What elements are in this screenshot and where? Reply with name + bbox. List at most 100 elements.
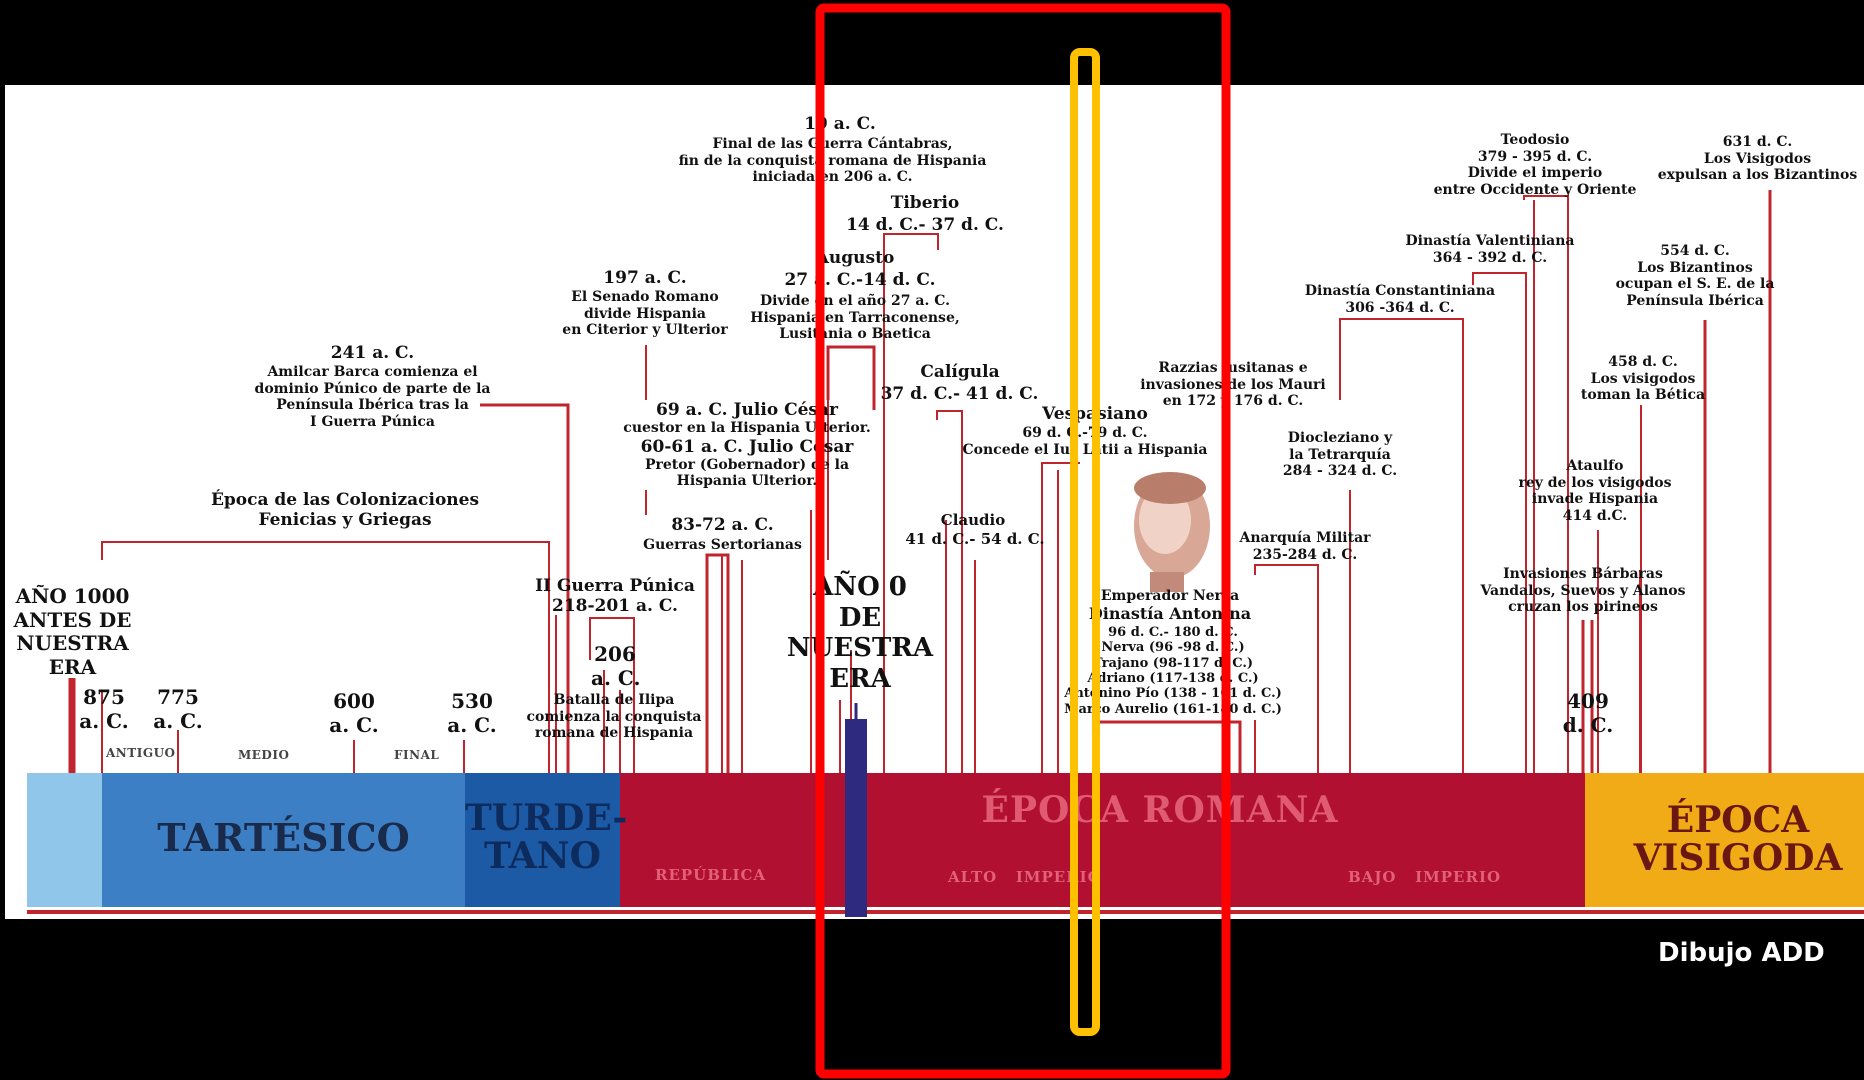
event-sertorianas: Guerras Sertorianas — [643, 537, 802, 553]
event-claudio-date: 41 d. C.- 54 d. C. — [905, 530, 1045, 548]
date-line: 600 — [333, 689, 375, 713]
event-line: romana de Hispania — [534, 725, 694, 742]
event-tiberio-name: Tiberio — [890, 193, 960, 213]
event-augusto: Divide en el año 27 a. C. Hispania en Ta… — [740, 293, 970, 343]
subperiod-antiguo: ANTIGUO — [106, 746, 176, 760]
event-constantiniana: Dinastía Constantiniana 306 -364 d. C. — [1300, 283, 1500, 316]
event-vespasiano: 69 d. C.-79 d. C. Concede el Ius Latii a… — [960, 425, 1210, 458]
event-line: 69 a. C. Julio César — [656, 400, 838, 420]
year-zero-line: NUESTRA — [786, 633, 934, 664]
event-line: toman la Bética — [1580, 387, 1706, 404]
event-line: 414 d.C. — [1562, 507, 1628, 524]
event-line: la Tetrarquía — [1289, 446, 1391, 463]
event-line: en Citerior y Ulterior — [562, 322, 728, 339]
event-line: 60-61 a. C. Julio César — [640, 436, 854, 457]
event-amilcar: Amilcar Barca comienza el dominio Púnico… — [250, 364, 495, 430]
start-line: ERA — [48, 654, 97, 679]
event-amilcar-date: 241 a. C. — [330, 343, 415, 363]
event-invasiones: Invasiones Bárbaras Vandalos, Suevos y A… — [1478, 566, 1688, 616]
band-turdetano — [465, 773, 620, 907]
start-line: AÑO 1000 — [15, 584, 130, 608]
year-zero-line: ERA — [829, 664, 891, 695]
date-line: 875 — [83, 685, 125, 709]
event-line: 364 - 392 d. C. — [1432, 249, 1548, 266]
event-sertorianas-date: 83-72 a. C. — [671, 515, 774, 535]
event-line: 458 d. C. — [1608, 354, 1678, 370]
emperor-bust-image — [1134, 472, 1210, 592]
event-bizantinos-554: 554 d. C. Los Bizantinos ocupan el S. E.… — [1600, 243, 1790, 309]
event-line: Los visigodos — [1590, 370, 1696, 387]
start-line: NUESTRA — [16, 631, 129, 656]
event-line: Adriano (117-138 d. C.) — [1087, 670, 1259, 686]
event-line: Amilcar Barca comienza el — [267, 364, 478, 380]
event-line: Marco Aurelio (161-180 d. C.) — [1064, 701, 1282, 717]
event-line: II Guerra Púnica — [535, 576, 695, 596]
event-line: 69 d. C.-79 d. C. — [1022, 425, 1148, 441]
label-turdetano-line: TURDE- — [465, 797, 628, 839]
event-teodosio: Teodosio 379 - 395 d. C. Divide el imper… — [1425, 132, 1645, 198]
event-anarquia: Anarquía Militar 235-284 d. C. — [1230, 530, 1380, 563]
date-line: a. C. — [329, 712, 379, 737]
subperiod-final: FINAL — [394, 748, 440, 762]
year-zero-marker — [845, 719, 867, 917]
event-caligula-date: 37 d. C.- 41 d. C. — [880, 384, 1039, 404]
event-line: Los Bizantinos — [1637, 259, 1753, 276]
event-line: Pretor (Gobernador) de la — [644, 456, 850, 473]
date-line: a. C. — [153, 708, 203, 733]
label-visigoda-line: ÉPOCA — [1666, 799, 1810, 841]
event-line: 554 d. C. — [1660, 243, 1730, 259]
event-line: Razzias lusitanas e — [1158, 360, 1308, 376]
event-valentiniana: Dinastía Valentiniana 364 - 392 d. C. — [1395, 233, 1585, 266]
event-antonina: Emperador Nerva Dinastía Antonina — [1085, 588, 1255, 623]
label-year-zero: AÑO 0 DE NUESTRA ERA — [770, 572, 950, 695]
event-line: Diocleziano y — [1287, 430, 1393, 446]
event-line: Época de las Colonizaciones — [210, 490, 480, 510]
event-line: Trajano (98-117 d. C.) — [1092, 655, 1253, 671]
date-line: a. C. — [447, 712, 497, 737]
event-line: invade Hispania — [1531, 491, 1659, 508]
event-line: Teodosio — [1500, 132, 1570, 148]
event-claudio-name: Claudio — [940, 511, 1006, 529]
event-cantabras: Final de las Guerra Cántabras, fin de la… — [660, 136, 1005, 186]
event-tiberio-date: 14 d. C.- 37 d. C. — [846, 215, 1004, 235]
label-tartesico: TARTÉSICO — [157, 815, 410, 860]
event-line: iniciada en 206 a. C. — [752, 169, 913, 186]
event-line: 235-284 d. C. — [1252, 546, 1358, 563]
event-line: I Guerra Púnica — [310, 413, 435, 430]
event-julio-cesar: 69 a. C. Julio César cuestor en la Hispa… — [622, 400, 872, 490]
event-mauri: Razzias lusitanas e invasiones de los Ma… — [1138, 360, 1328, 410]
event-line: Península Ibérica — [1626, 292, 1764, 309]
event-line: Dinastía Constantiniana — [1304, 283, 1496, 299]
event-line: Emperador Nerva — [1100, 588, 1240, 604]
event-line: 631 d. C. — [1722, 134, 1793, 150]
event-augusto-date: 27 a. C.-14 d. C. — [784, 270, 936, 290]
date-line: 409 — [1567, 689, 1609, 713]
event-line: Antonino Pío (138 - 161 d. C.) — [1064, 686, 1282, 702]
label-romana: ÉPOCA ROMANA — [981, 789, 1339, 831]
event-guerra-punica: II Guerra Púnica 218-201 a. C. — [525, 576, 705, 616]
event-senado-date: 197 a. C. — [603, 268, 687, 288]
event-line: 284 - 324 d. C. — [1282, 463, 1398, 480]
date-line: d. C. — [1562, 712, 1614, 737]
event-ilipa: Batalla de Ilipa comienza la conquista r… — [524, 692, 704, 742]
event-line: expulsan a los Bizantinos — [1657, 167, 1858, 184]
event-line: 379 - 395 d. C. — [1477, 148, 1593, 165]
event-line: 96 d. C.- 180 d. C. — [1108, 625, 1238, 640]
event-line: Los Visigodos — [1703, 150, 1812, 167]
event-line: cuestor en la Hispania Ulterior. — [623, 420, 871, 437]
event-line: Hispania Ulterior. — [676, 473, 818, 490]
event-line: Dinastía Antonina — [1088, 603, 1252, 623]
band-tartesico — [102, 773, 465, 907]
event-betica: 458 d. C. Los visigodos toman la Bética — [1568, 354, 1718, 404]
credit-text: Dibujo ADD — [1658, 938, 1825, 968]
event-ataulfo: Ataulfo rey de los visigodos invade Hisp… — [1505, 458, 1685, 524]
event-cantabras-date: 19 a. C. — [804, 114, 876, 134]
event-line: fin de la conquista romana de Hispania — [678, 152, 987, 169]
subperiod-bajo-imperio: BAJO IMPERIO — [1348, 868, 1502, 886]
event-line: Hispania en Tarraconense, — [750, 309, 960, 326]
